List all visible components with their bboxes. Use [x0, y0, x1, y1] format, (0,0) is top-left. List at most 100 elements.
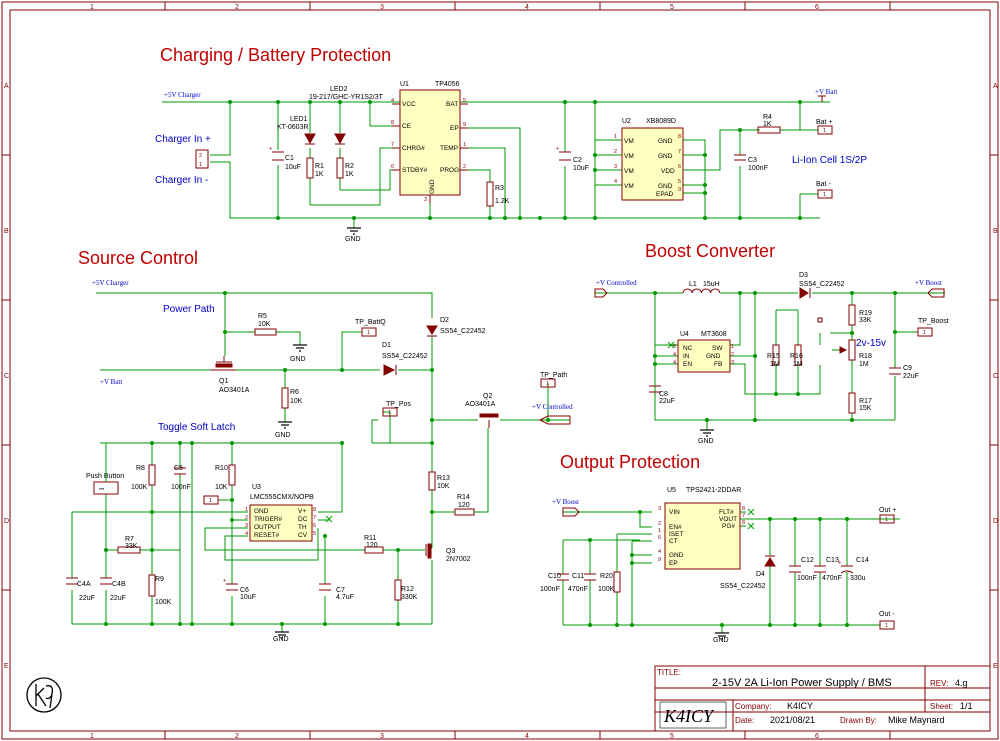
svg-text:1: 1 — [923, 330, 926, 336]
ref-r18: R18 — [859, 353, 872, 360]
val-d3: SS54_C22452 — [799, 281, 845, 288]
ref-c7: C7 — [336, 587, 345, 594]
out-minus-connector — [879, 620, 895, 630]
resistor-r20 — [613, 571, 621, 593]
svg-text:1: 1 — [885, 517, 888, 523]
svg-text:8: 8 — [678, 134, 681, 140]
capacitor-c4a — [66, 577, 78, 585]
svg-text:1: 1 — [367, 330, 370, 336]
ref-r1: R1 — [315, 163, 324, 170]
col-1-bottom: 1 — [90, 733, 94, 740]
col-5-bottom: 5 — [670, 733, 674, 740]
ref-r5: R5 — [258, 313, 267, 320]
svg-text:OUTPUT: OUTPUT — [254, 524, 281, 531]
svg-text:2: 2 — [245, 515, 248, 521]
svg-text:GND: GND — [658, 153, 673, 160]
resistor-r4 — [757, 126, 781, 134]
svg-text:1: 1 — [731, 344, 734, 350]
label-li-ion-cell: Li-Ion Cell 1S/2P — [792, 155, 867, 166]
ref-r20: R20 — [600, 573, 613, 580]
val-d2: SS54_C22452 — [440, 328, 486, 335]
gnd-label-4: GND — [273, 636, 289, 643]
svg-text:EPAD: EPAD — [656, 191, 674, 198]
svg-text:+: + — [223, 578, 226, 584]
svg-text:3: 3 — [245, 523, 248, 529]
ic-u1-tp4056: VCC CE CHRG# STDBY# BAT EP TEMP PROG GND… — [391, 89, 468, 203]
svg-text:TH: TH — [298, 524, 307, 531]
svg-text:3: 3 — [731, 360, 734, 366]
ref-c4a: C4A — [77, 581, 91, 588]
val-r16: 1M — [793, 361, 803, 368]
val-c14: 330u — [850, 575, 866, 582]
tp-battq-connector — [361, 327, 377, 337]
ref-c8: C8 — [659, 391, 668, 398]
val-c13: 470nF — [822, 575, 842, 582]
val-r20: 100K — [598, 586, 615, 593]
val-c3: 100nF — [748, 165, 768, 172]
svg-text:V+: V+ — [298, 508, 306, 515]
svg-text:1: 1 — [885, 623, 888, 629]
ref-c12: C12 — [801, 557, 814, 564]
ref-r4: R4 — [763, 114, 772, 121]
row-c: C — [4, 373, 9, 380]
ic-u4-mt3608: NC IN EN SW GND FB 544 123 — [673, 339, 734, 373]
ref-l1: L1 — [689, 281, 697, 288]
ref-r15: R15 — [767, 353, 780, 360]
gnd-label-6: GND — [713, 637, 729, 644]
val-r12: 330K — [401, 594, 418, 601]
val-r13: 10K — [437, 483, 450, 490]
svg-text:PG#: PG# — [722, 523, 735, 530]
val-u1: TP4056 — [435, 81, 460, 88]
label-range: 2v-15v — [856, 338, 886, 349]
gnd-symbol-2 — [293, 344, 307, 352]
gnd-symbol-6 — [715, 632, 729, 640]
ref-led1: LED1 — [290, 116, 308, 123]
svg-text:4: 4 — [245, 531, 248, 537]
tp-boost-connector — [917, 327, 933, 337]
val-q3: 2N7002 — [446, 556, 471, 563]
svg-text:VCC: VCC — [402, 101, 416, 108]
net-5v-charger-2: +5V Charger — [92, 279, 129, 287]
val-c8: 22uF — [659, 398, 675, 405]
val-r19: 33K — [859, 317, 872, 324]
svg-text:GND: GND — [429, 179, 436, 194]
val-r1: 1K — [315, 171, 324, 178]
val-c6: 10uF — [240, 594, 256, 601]
resistor-r1 — [306, 157, 314, 179]
svg-text:3: 3 — [614, 164, 617, 170]
ref-r16: R16 — [790, 353, 803, 360]
svg-text:+: + — [269, 146, 272, 152]
svg-text:4: 4 — [673, 360, 676, 366]
row-a-right: A — [993, 83, 998, 90]
svg-text:PROG: PROG — [440, 167, 459, 174]
ref-c2: C2 — [573, 157, 582, 164]
capacitor-c12 — [789, 565, 801, 573]
svg-text:7: 7 — [742, 513, 745, 519]
val-c5: 100nF — [171, 484, 191, 491]
val-c7: 4.7uF — [336, 594, 354, 601]
svg-text:1: 1 — [614, 134, 617, 140]
signature-logo — [26, 677, 62, 713]
mosfet-q2 — [479, 413, 499, 428]
ref-r7: R7 — [125, 536, 134, 543]
gnd-symbol-4 — [275, 631, 289, 639]
val-u5: TPS2421-2DDAR — [686, 487, 741, 494]
tb-company-label: Company: — [735, 702, 771, 711]
svg-text:2: 2 — [199, 153, 202, 159]
svg-text:1: 1 — [388, 410, 391, 416]
tp-latch-connector — [203, 495, 219, 505]
r19-junction-node — [817, 317, 823, 323]
val-r8: 100K — [131, 484, 148, 491]
svg-text:4: 4 — [614, 179, 617, 185]
resistor-r5 — [254, 328, 277, 336]
row-b: B — [4, 228, 9, 235]
ref-r14: R14 — [457, 494, 470, 501]
val-c2: 10uF — [573, 165, 589, 172]
ref-c1: C1 — [285, 155, 294, 162]
svg-text:1: 1 — [546, 381, 549, 387]
ref-q3: Q3 — [446, 548, 455, 555]
val-c1: 10uF — [285, 164, 301, 171]
svg-text:5: 5 — [313, 531, 316, 537]
tp-path-connector — [540, 378, 556, 388]
net-vbatt-1: +V Batt — [815, 88, 837, 96]
